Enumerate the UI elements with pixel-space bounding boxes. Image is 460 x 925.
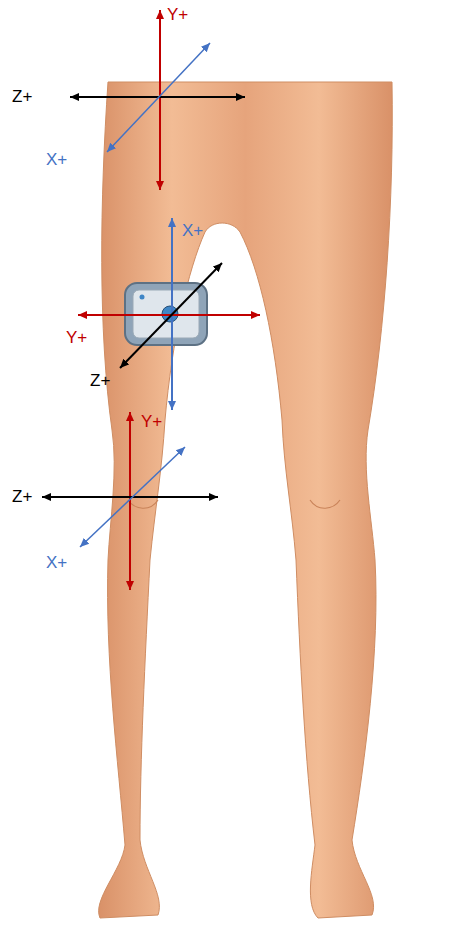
legs <box>99 82 393 918</box>
axis-label: Z+ <box>12 87 32 107</box>
axis-label: Y+ <box>167 5 188 25</box>
shank-axes <box>42 412 218 590</box>
axis-label: Z+ <box>12 487 32 507</box>
axis-label: Z+ <box>90 371 110 391</box>
axis-label: X+ <box>182 221 203 241</box>
knee-line <box>310 500 340 508</box>
axis-label: X+ <box>46 553 67 573</box>
axis-label: Y+ <box>66 328 87 348</box>
axis-label: X+ <box>46 150 67 170</box>
knee-line <box>128 500 158 508</box>
axis-label: Y+ <box>141 412 162 432</box>
sensor-axes <box>78 218 260 410</box>
thigh-axes <box>70 10 245 190</box>
